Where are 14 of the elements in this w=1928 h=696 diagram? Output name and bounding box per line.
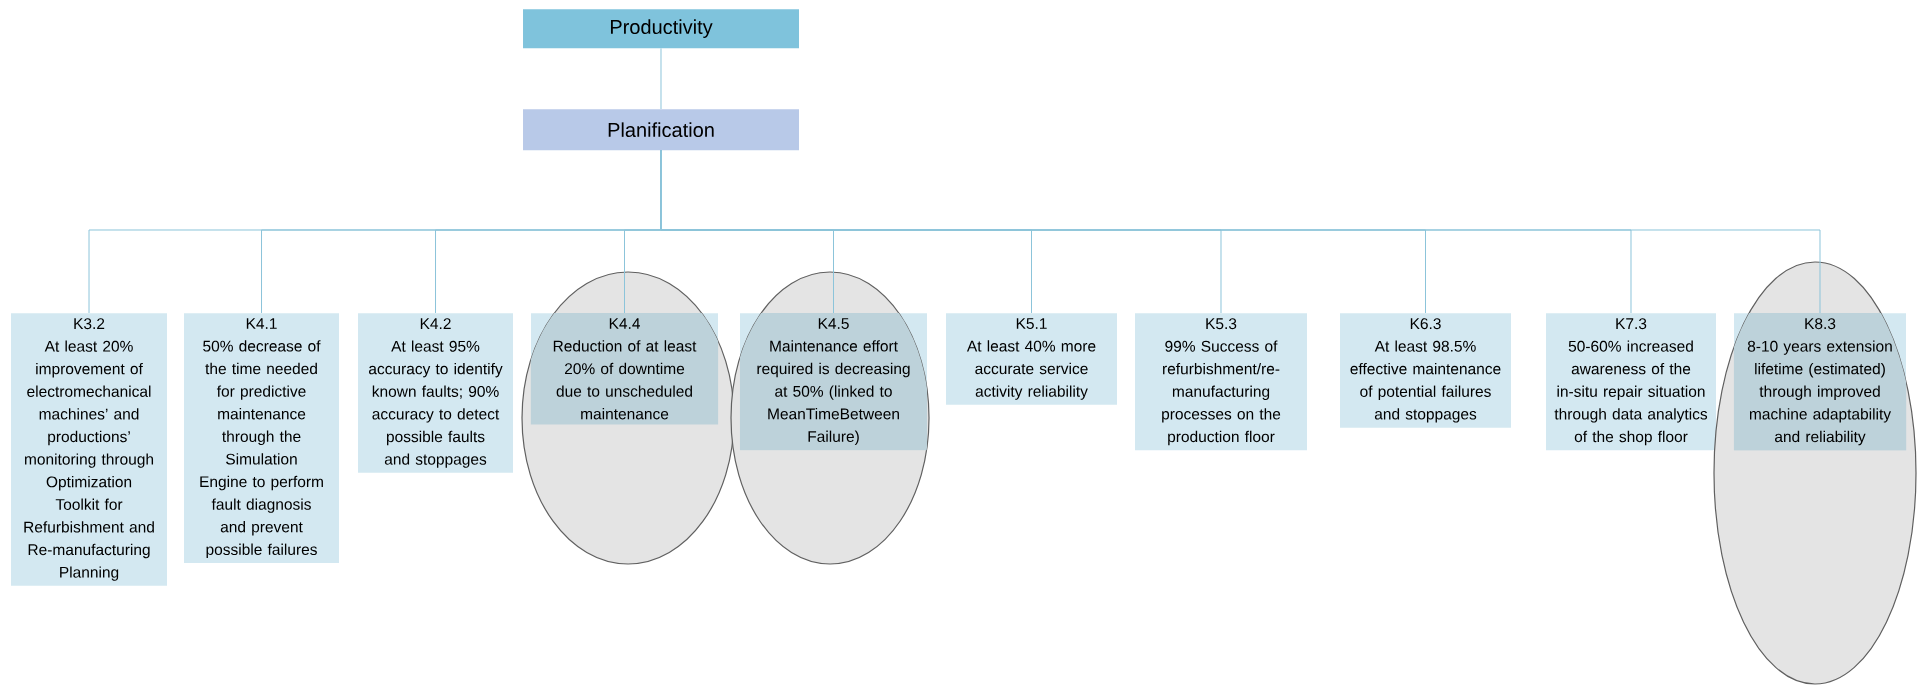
kpi-box: K4.1 50% decrease of the time needed for predictive maintenance through the Simulation Engine to perform fault diagnosis and prevent possible failures (184, 313, 339, 564)
kpi-box: K3.2 At least 20% improvement of electromechanical machines’ and productions’ monitoring through Optimization Toolkit for Refurbishment and Re-manufacturing Planning (11, 313, 167, 586)
kpi-box: K5.1 At least 40% more accurate service activity reliability (946, 313, 1117, 405)
highlighted-kpi-box: K8.3 8-10 years extension lifetime (estimated) through improved machine adaptability and reliability (1713, 261, 1917, 685)
kpi-box: K7.3 50-60% increased awareness of the in-situ repair situation through data analytics of the shop floor (1546, 313, 1716, 451)
kpi-box: K4.2 At least 95% accuracy to identify known faults; 90% accuracy to detect possible faults and stoppages (358, 313, 513, 473)
kpi-box: K5.3 99% Success of refurbishment/re-manufacturing processes on the production floor (1135, 313, 1307, 451)
highlighted-kpi-box: K4.5 Maintenance effort required is decreasing at 50% (linked to MeanTimeBetween Failure) (730, 271, 930, 565)
connector-line (660, 149, 1821, 314)
connector-line (660, 47, 662, 110)
heading-box: Planification (523, 109, 799, 151)
kpi-box: K6.3 At least 98.5% effective maintenance of potential failures and stoppages (1340, 313, 1511, 428)
heading-box: Productivity (523, 9, 799, 49)
highlighted-kpi-box: K4.4 Reduction of at least 20% of downtime due to unscheduled maintenance (521, 271, 735, 565)
